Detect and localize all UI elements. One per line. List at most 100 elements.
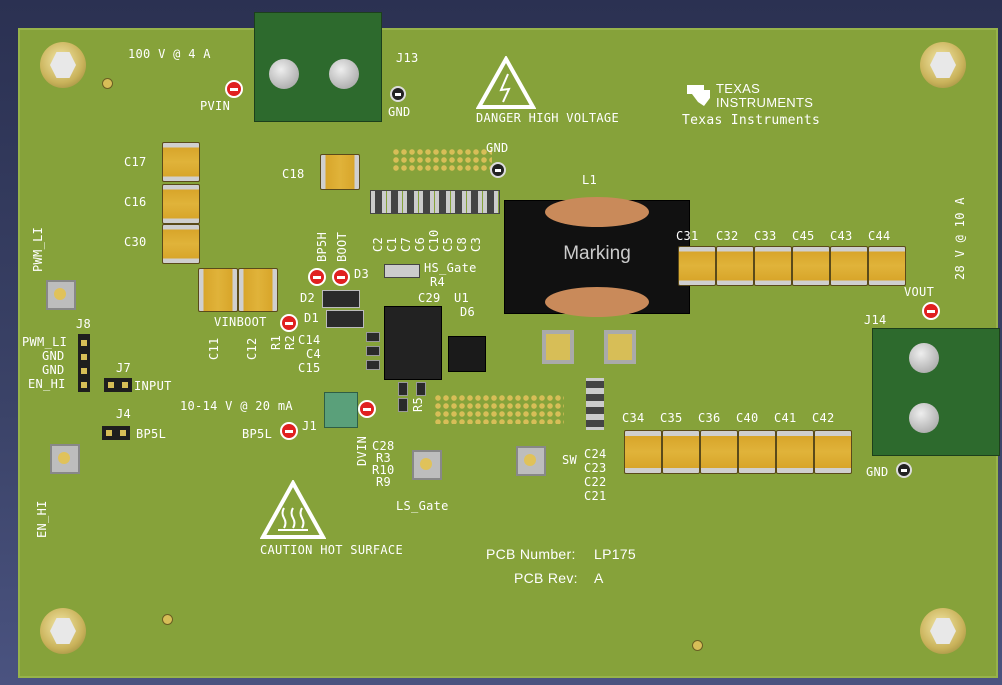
c17-label: C17 bbox=[124, 155, 147, 169]
via bbox=[162, 614, 173, 625]
c18-label: C18 bbox=[282, 167, 305, 181]
c2-label: C2 bbox=[371, 236, 385, 252]
diode-d1 bbox=[326, 310, 364, 328]
j8-gnd-label-1: GND bbox=[42, 349, 65, 363]
mounting-hole-top-right bbox=[920, 42, 966, 88]
gnd-test-point-output[interactable] bbox=[896, 462, 912, 478]
ti-company-name: Texas Instruments bbox=[682, 113, 821, 128]
bp5h-test-point[interactable] bbox=[308, 268, 326, 286]
high-voltage-warning-icon bbox=[476, 56, 536, 109]
bp5l-jumper-label: BP5L bbox=[136, 427, 167, 441]
gnd-mid-label: GND bbox=[486, 141, 509, 155]
c12-label: C12 bbox=[245, 337, 259, 360]
c42-label: C42 bbox=[812, 411, 835, 425]
inductor-marking-text: Marking bbox=[563, 243, 631, 264]
j13-terminal-block bbox=[254, 12, 382, 122]
d6-label: D6 bbox=[460, 305, 476, 319]
d3-label: D3 bbox=[354, 267, 370, 281]
capacitor-c32 bbox=[716, 246, 754, 286]
capacitor-c45 bbox=[792, 246, 830, 286]
c30-label: C30 bbox=[124, 235, 147, 249]
capacitor-c33 bbox=[754, 246, 792, 286]
dvin-test-point[interactable] bbox=[358, 400, 376, 418]
mounting-hole-bottom-left bbox=[40, 608, 86, 654]
input-label: INPUT bbox=[134, 379, 172, 393]
j1-connector[interactable] bbox=[324, 392, 358, 428]
j4-header[interactable] bbox=[102, 426, 130, 440]
capacitor-c16 bbox=[162, 184, 200, 224]
ls-gate-sma-connector[interactable] bbox=[412, 450, 442, 480]
pcb-number-caption: PCB Number: bbox=[486, 546, 576, 562]
header-pin bbox=[81, 354, 87, 360]
j14-label: J14 bbox=[864, 313, 887, 327]
j8-label: J8 bbox=[76, 317, 92, 331]
output-rating-label: 28 V @ 10 A bbox=[953, 197, 967, 280]
c22-label: C22 bbox=[584, 475, 607, 489]
ti-logo-icon bbox=[687, 85, 710, 106]
c6-label: C6 bbox=[413, 236, 427, 252]
r10-label: R10 bbox=[372, 463, 395, 477]
c5-label: C5 bbox=[441, 236, 455, 252]
pvin-label: PVIN bbox=[200, 99, 231, 113]
capacitor-c31 bbox=[678, 246, 716, 286]
j8-pwm-li-label: PWM_LI bbox=[22, 335, 68, 349]
sw-label: SW bbox=[562, 453, 578, 467]
pcb-board: 100 V @ 4 A J13 PVIN GND DANGER HIGH VOL… bbox=[18, 12, 1000, 678]
gnd-test-point-mid[interactable] bbox=[490, 162, 506, 178]
j8-en-hi-label: EN_HI bbox=[28, 377, 66, 391]
terminal-screw bbox=[329, 59, 359, 89]
c3-label: C3 bbox=[469, 236, 483, 252]
header-pin bbox=[108, 382, 114, 388]
pvin-test-point[interactable] bbox=[225, 80, 243, 98]
c14-label: C14 bbox=[298, 333, 321, 347]
j1-label: J1 bbox=[302, 419, 318, 433]
capacitor-c41 bbox=[776, 430, 814, 474]
terminal-screw bbox=[909, 343, 939, 373]
j8-header[interactable] bbox=[78, 334, 90, 392]
caution-hot-surface-label: CAUTION HOT SURFACE bbox=[260, 543, 403, 557]
c41-label: C41 bbox=[774, 411, 797, 425]
terminal-screw bbox=[269, 59, 299, 89]
pwm-li-sma-connector[interactable] bbox=[46, 280, 76, 310]
vout-test-point[interactable] bbox=[922, 302, 940, 320]
hs-gate-label: HS_Gate bbox=[424, 261, 477, 275]
input-rating-label: 100 V @ 4 A bbox=[128, 47, 211, 61]
r2-label: R2 bbox=[283, 334, 297, 350]
r9-label: R9 bbox=[376, 475, 392, 489]
c29-label: C29 bbox=[418, 291, 441, 305]
inductor-pad bbox=[604, 330, 636, 364]
capacitor-c17 bbox=[162, 142, 200, 182]
bp5l-test-point[interactable] bbox=[280, 422, 298, 440]
gnd-test-point-top[interactable] bbox=[390, 86, 406, 102]
inductor-l1: Marking bbox=[504, 197, 690, 317]
inductor-winding bbox=[545, 287, 649, 317]
gnd-output-label: GND bbox=[866, 465, 889, 479]
j7-header[interactable] bbox=[104, 378, 132, 392]
d2-label: D2 bbox=[300, 291, 316, 305]
c36-label: C36 bbox=[698, 411, 721, 425]
terminal-screw bbox=[909, 403, 939, 433]
capacitor-array-c21-c24 bbox=[586, 378, 604, 430]
j4-label: J4 bbox=[116, 407, 132, 421]
vinboot-test-point[interactable] bbox=[280, 314, 298, 332]
header-pin bbox=[81, 368, 87, 374]
r4-label: R4 bbox=[430, 275, 446, 289]
c35-label: C35 bbox=[660, 411, 683, 425]
aux-input-rating-label: 10-14 V @ 20 mA bbox=[180, 399, 293, 413]
r3-label: R3 bbox=[376, 451, 392, 465]
en-hi-sma-connector[interactable] bbox=[50, 444, 80, 474]
dvin-label: DVIN bbox=[355, 435, 369, 466]
bp5l-test-point-label: BP5L bbox=[242, 427, 273, 441]
capacitor-c35 bbox=[662, 430, 700, 474]
pcb-number-value: LP175 bbox=[594, 546, 636, 562]
c40-label: C40 bbox=[736, 411, 759, 425]
via bbox=[102, 78, 113, 89]
r5-label: R5 bbox=[411, 396, 425, 412]
c28-label: C28 bbox=[372, 439, 395, 453]
sw-sma-connector[interactable] bbox=[516, 446, 546, 476]
c1-label: C1 bbox=[385, 236, 399, 252]
boot-test-point[interactable] bbox=[332, 268, 350, 286]
resistor bbox=[416, 382, 426, 396]
u1-label: U1 bbox=[454, 291, 470, 305]
vout-label: VOUT bbox=[904, 285, 935, 299]
